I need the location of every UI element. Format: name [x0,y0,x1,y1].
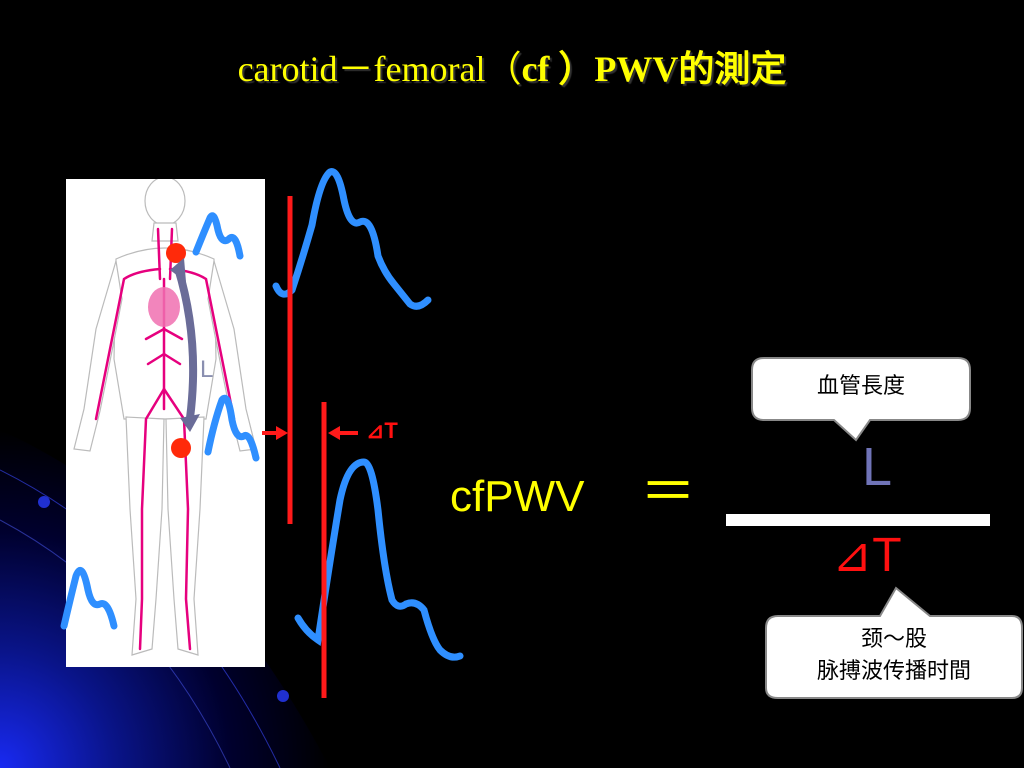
carotid-sensor-dot [166,243,186,263]
length-arrow [174,266,198,419]
formula-denominator: ⊿T [832,529,902,582]
carotid-waveform [272,168,432,310]
formula-lhs: cfPWV [450,472,585,521]
delta-t-arrowhead-left [276,426,288,440]
carotid-small-waveform [192,212,244,260]
title-prefix: carotid－femoral（ [237,49,522,89]
anatomy-panel [66,179,265,667]
femoral-waveform [294,458,464,661]
denominator-callout-text: 颈～股 脉搏波传播时間 [766,624,1022,688]
denominator-callout-line2: 脉搏波传播时間 [816,659,971,684]
length-label: L [200,356,214,383]
formula-equals: ＝ [640,460,696,523]
foot-small-waveform [60,566,118,630]
femoral-small-waveform [204,394,260,462]
fraction-bar [726,514,990,526]
numerator-callout-bubble [751,357,971,442]
femoral-sensor-dot [171,438,191,458]
title-bold: cf ）PWV的測定 [521,49,787,89]
numerator-callout-text: 血管長度 [816,374,905,399]
slide-title: carotid－femoral（cf ）PWV的測定 [0,40,1024,92]
delta-t-label: ⊿T [366,418,398,443]
delta-t-arrowhead-right [328,426,340,440]
formula-numerator: L [862,437,893,497]
denominator-callout-line1: 颈～股 [860,627,927,652]
length-arrow-head-bottom [180,414,200,432]
denominator-callout-bubble [765,586,1023,699]
length-arrow-head-top [170,258,186,282]
